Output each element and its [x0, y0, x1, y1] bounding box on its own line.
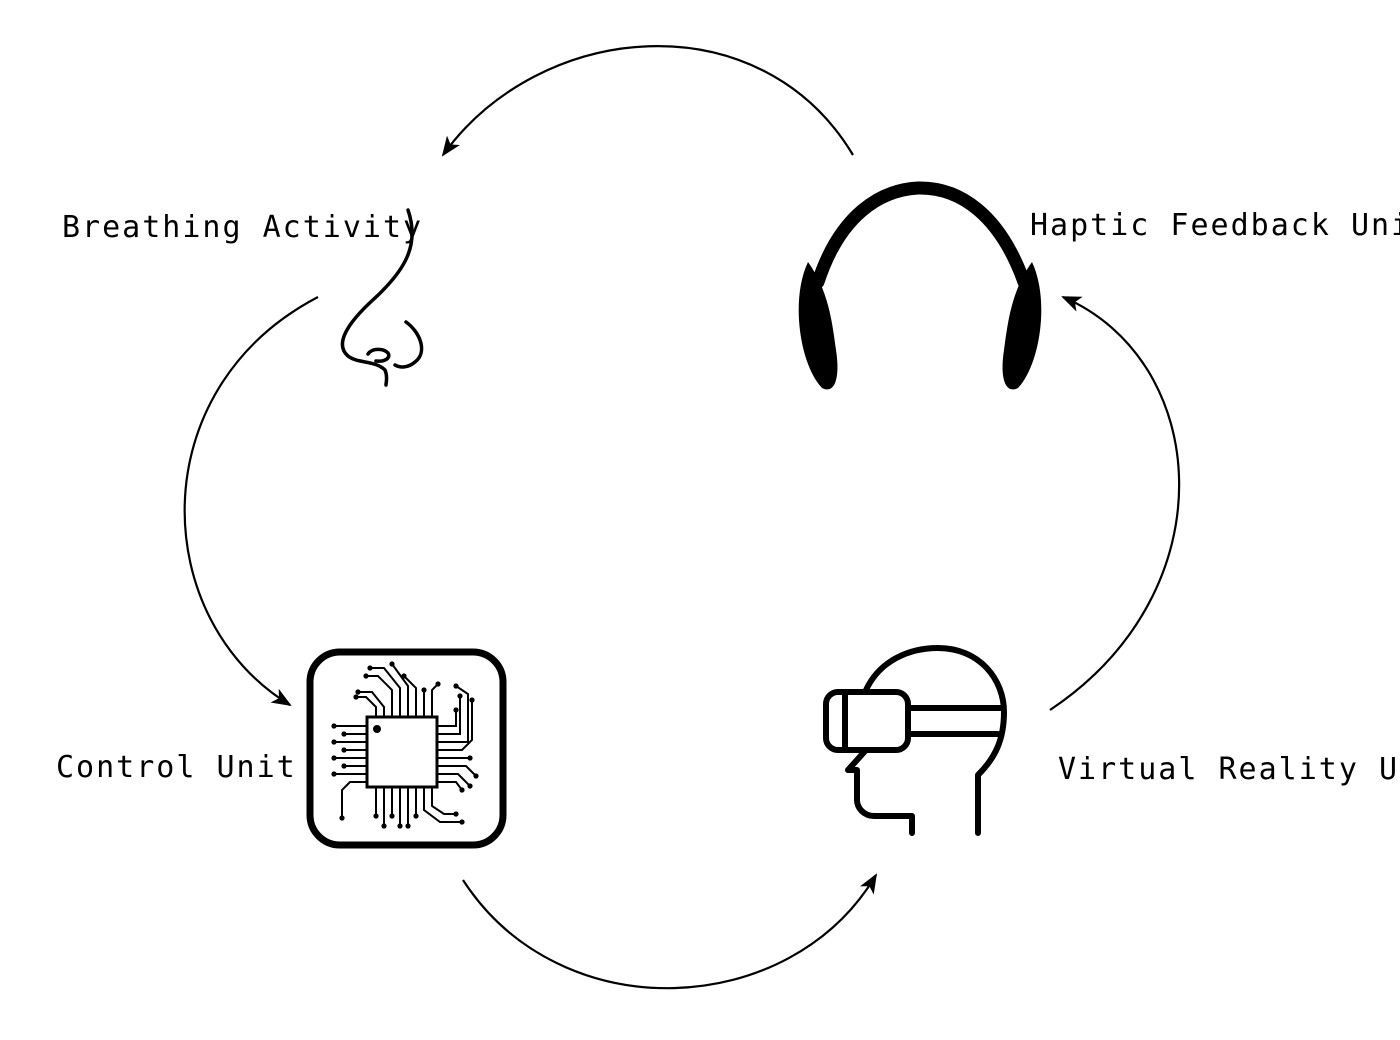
headphones-icon — [798, 181, 1042, 390]
label-breathing-activity: Breathing Activity — [62, 210, 424, 245]
nose-icon — [340, 208, 424, 387]
vr-headset-icon — [823, 645, 1007, 836]
arrow-vr-to-haptic — [1049, 295, 1181, 711]
arrow-control-to-vr — [462, 873, 878, 990]
label-virtual-reality-unit: Virtual Reality Unit — [1058, 752, 1400, 787]
label-haptic-feedback-unit: Haptic Feedback Unit — [1030, 208, 1400, 243]
arrow-breathing-to-control — [183, 296, 319, 707]
label-control-unit: Control Unit — [56, 750, 297, 785]
microchip-icon — [306, 648, 507, 849]
arrow-haptic-to-breathing — [441, 45, 854, 157]
